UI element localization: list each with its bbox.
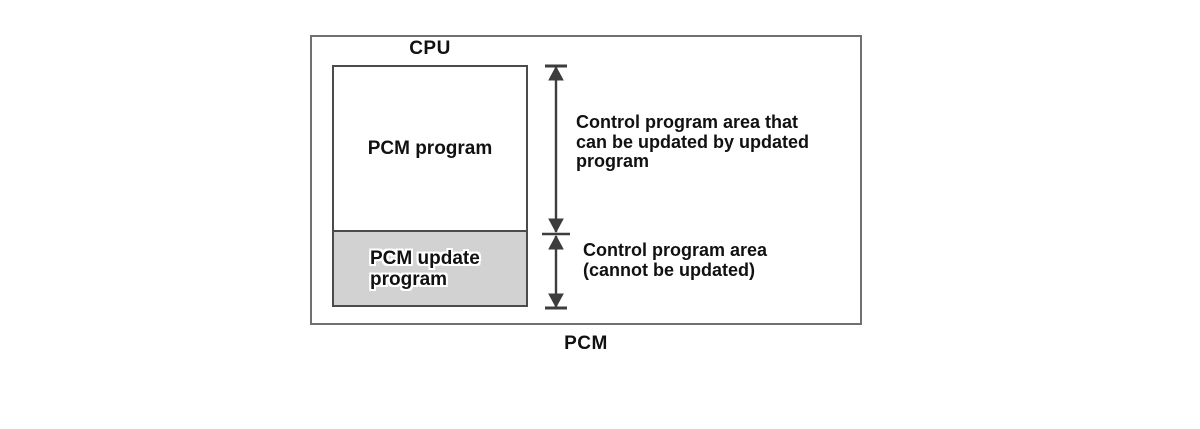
pcm-label: PCM — [564, 333, 608, 354]
pcm-program-block: PCM program — [334, 67, 526, 230]
cpu-label: CPU — [409, 38, 451, 59]
upper-extent-arrow-icon — [542, 64, 570, 236]
non-updatable-area-annotation: Control program area (cannot be updated) — [583, 240, 768, 280]
pcm-program-label: PCM program — [367, 137, 493, 159]
updatable-area-annotation: Control program area that can be updated… — [576, 112, 810, 171]
lower-extent-arrow-icon — [545, 234, 567, 310]
pcm-update-program-label: PCM update program — [370, 247, 480, 290]
dimension-arrows — [542, 64, 570, 310]
pcm-update-program-block: PCM update program — [334, 230, 526, 305]
memory-map-box: PCM program PCM update program — [332, 65, 528, 307]
